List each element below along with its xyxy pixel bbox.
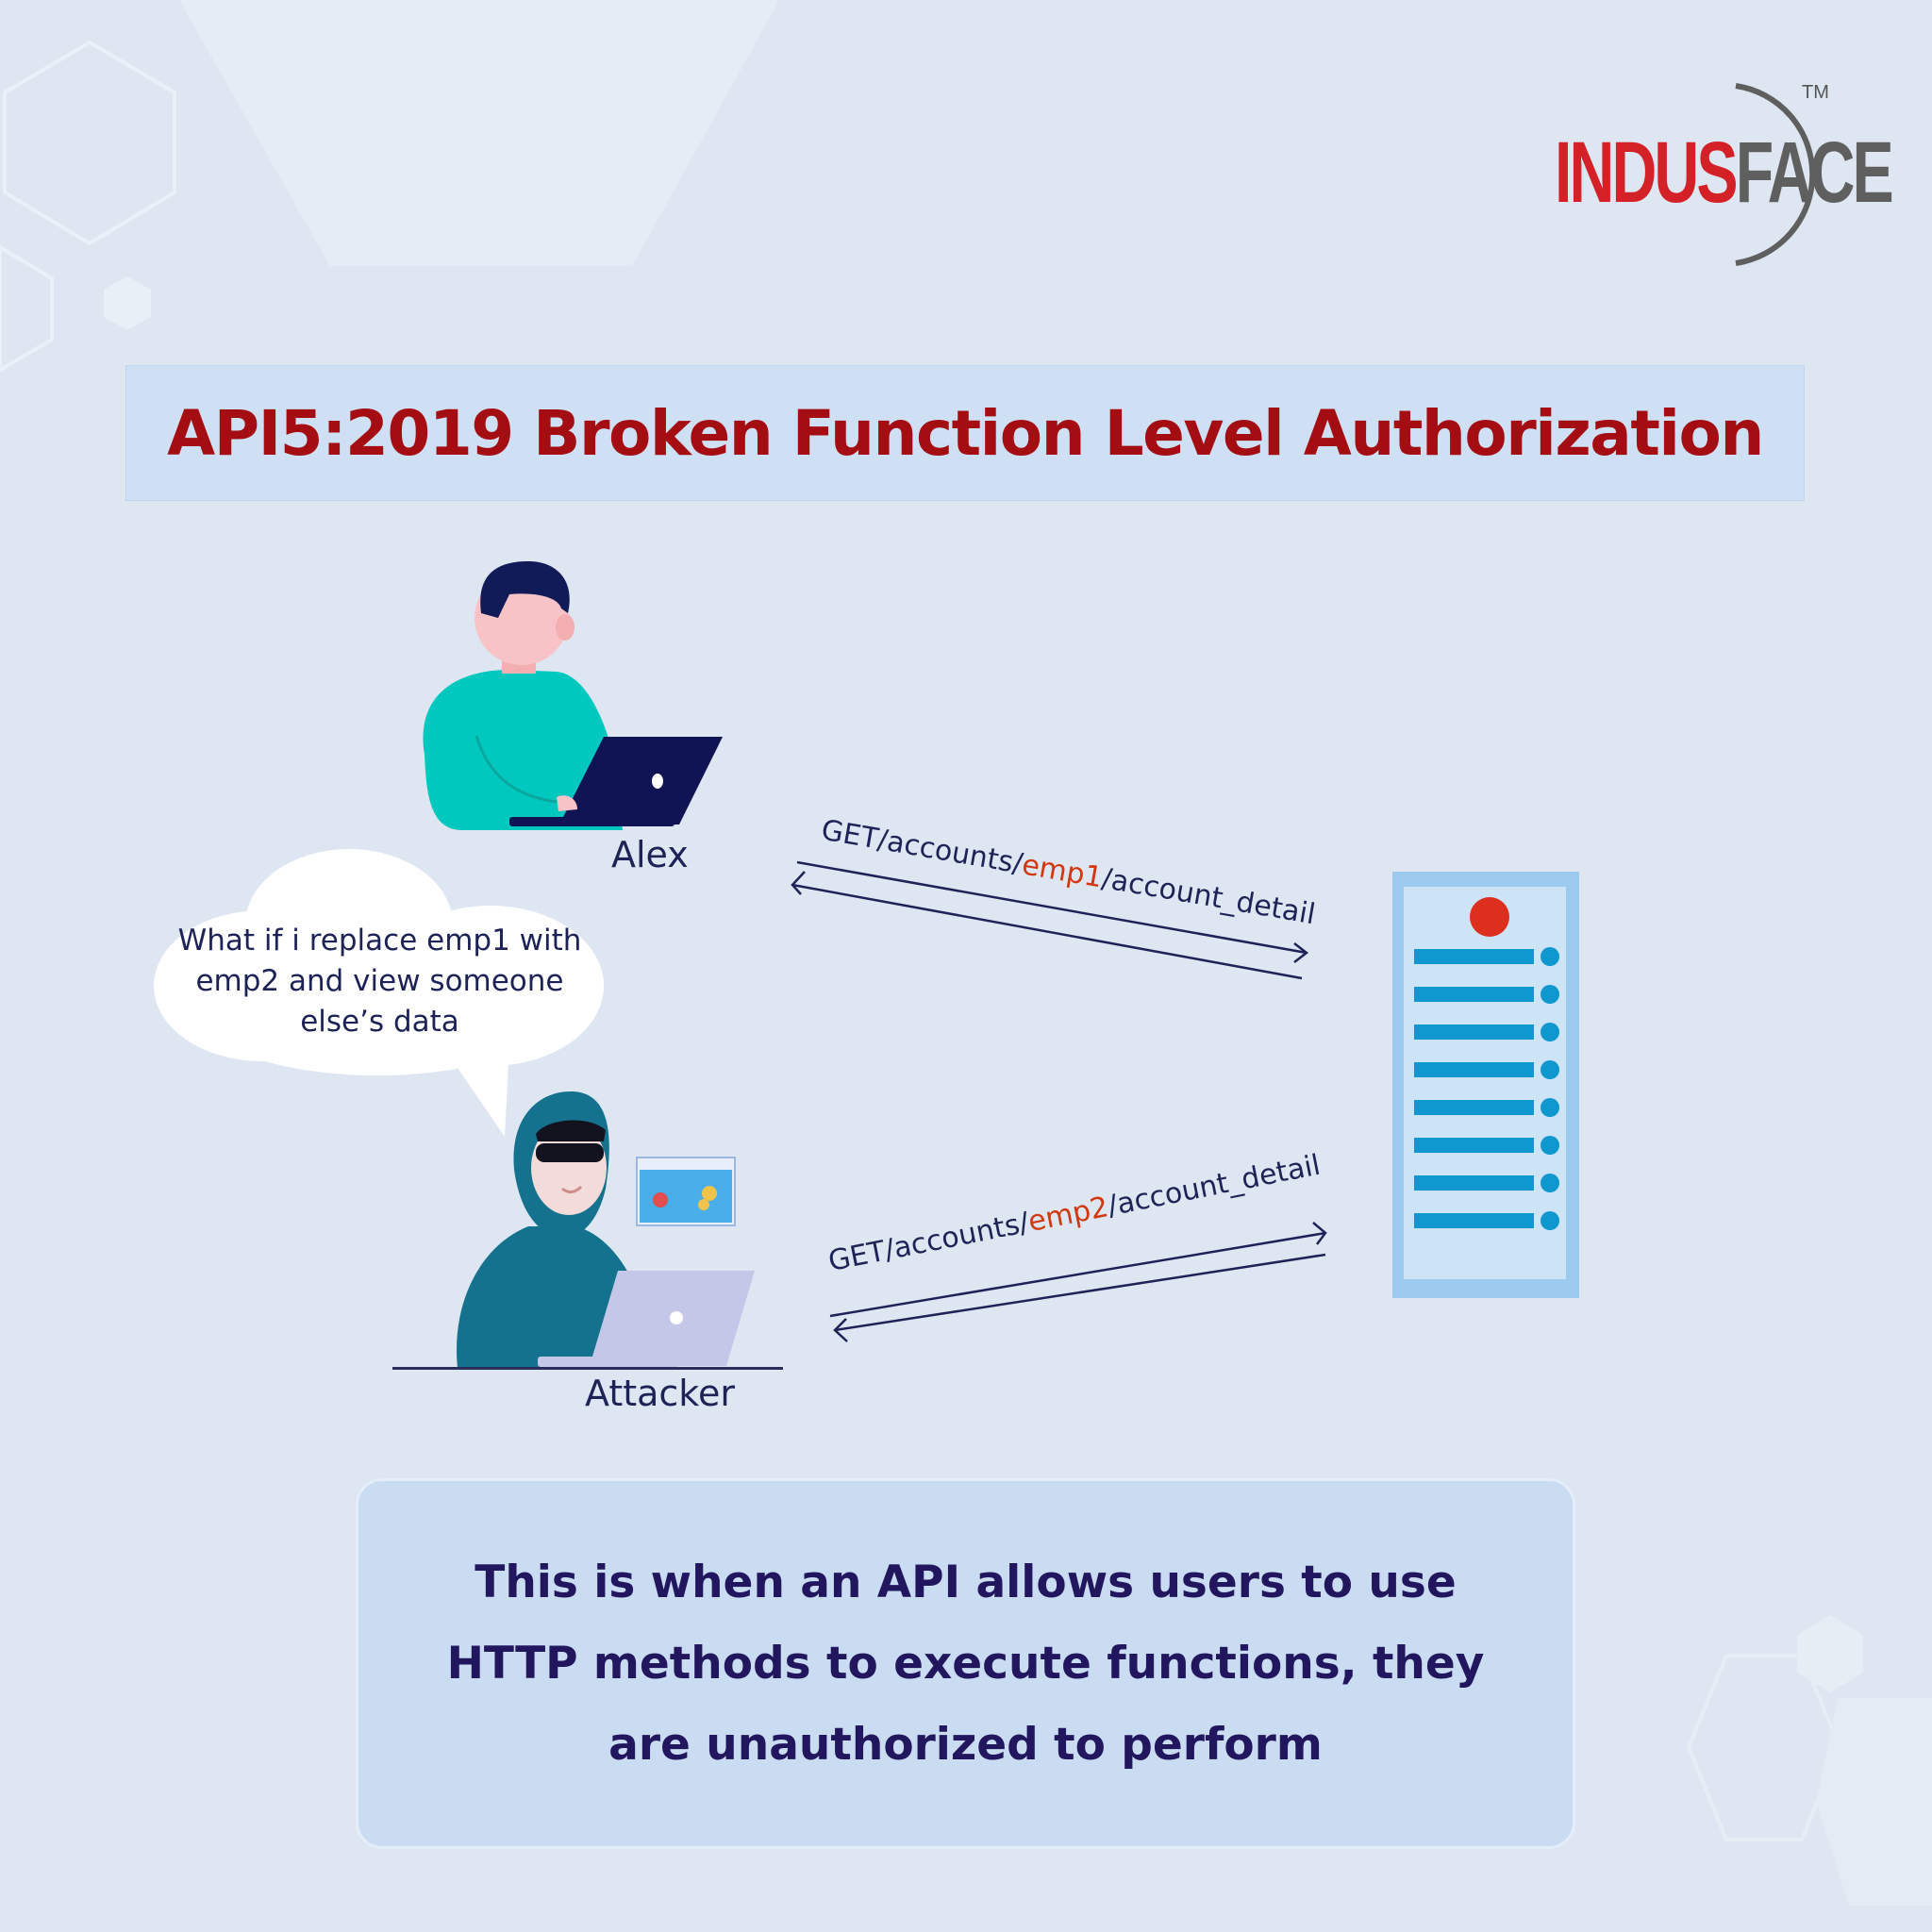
thought-bubble-text: What if i replace emp1 with emp2 and vie… <box>177 924 582 1039</box>
server-row-bar <box>1414 949 1534 964</box>
laptop-logo-dot <box>652 774 663 789</box>
hacking-window-icon <box>636 1157 736 1226</box>
background-hexagon <box>0 244 54 373</box>
description-text: This is when an API allows users to use … <box>446 1556 1485 1771</box>
background-hexagon <box>104 276 151 330</box>
attacker-mask <box>536 1143 604 1162</box>
page-title: API5:2019 Broken Function Level Authoriz… <box>167 396 1764 470</box>
user-alex-illustration <box>423 561 723 830</box>
server-row-bar <box>1414 1024 1534 1040</box>
logo-brand-part2: FACE <box>1735 125 1894 221</box>
alex-hair <box>480 561 570 618</box>
server-row-indicator <box>1541 1098 1559 1117</box>
request-arrow-attacker-to-server <box>829 1222 1327 1318</box>
background-hexagon <box>1816 1698 1932 1906</box>
server-row-indicator <box>1541 1136 1559 1155</box>
server-row-indicator <box>1541 1023 1559 1041</box>
server-row-bar <box>1414 1213 1534 1228</box>
alex-body <box>423 670 623 830</box>
background-hexagon <box>2 40 176 246</box>
server-row-bar <box>1414 1175 1534 1191</box>
description-box: This is when an API allows users to use … <box>356 1478 1575 1849</box>
server-row-indicator <box>1541 947 1559 966</box>
alex-ear <box>556 614 575 641</box>
logo-wordmark: INDUSFACE <box>1555 129 1894 216</box>
server-row-indicator <box>1541 985 1559 1004</box>
response-arrow-server-to-alex <box>791 871 1303 980</box>
server-icon <box>1392 872 1579 1298</box>
response-arrow-server-to-attacker <box>833 1253 1326 1342</box>
server-row-bar <box>1414 1062 1534 1077</box>
background-chevron-shape <box>179 0 779 266</box>
user-alex-label: Alex <box>611 834 689 875</box>
background-hexagon <box>1797 1615 1863 1692</box>
attacker-illustration <box>392 1091 783 1370</box>
server-row-indicator <box>1541 1060 1559 1079</box>
server-row-bar <box>1414 987 1534 1002</box>
title-banner: API5:2019 Broken Function Level Authoriz… <box>125 365 1805 501</box>
attacker-label: Attacker <box>585 1373 735 1414</box>
attacker-smile <box>561 1185 583 1193</box>
laptop-base <box>509 817 675 826</box>
alex-hand <box>557 795 577 811</box>
trademark-symbol: TM <box>1802 82 1829 103</box>
request-arrow-alex-to-server <box>796 860 1309 963</box>
server-row-bar <box>1414 1100 1534 1115</box>
thought-bubble <box>154 849 604 1137</box>
attacker-laptop-base <box>538 1357 679 1367</box>
server-status-light <box>1470 897 1509 937</box>
server-rows <box>1414 947 1559 1230</box>
server-row-bar <box>1414 1138 1534 1153</box>
attacker-laptop-dot <box>670 1311 683 1324</box>
attacker-desk <box>392 1367 783 1370</box>
brand-logo: INDUSFACE TM <box>1547 80 1894 269</box>
laptop-icon <box>559 737 723 824</box>
server-row-indicator <box>1541 1211 1559 1230</box>
attacker-hair <box>536 1120 606 1141</box>
logo-brand-part1: INDUS <box>1555 125 1739 221</box>
alex-arm <box>475 735 558 804</box>
logo-arc-icon <box>1735 83 1816 266</box>
server-row-indicator <box>1541 1174 1559 1192</box>
request-arrows <box>791 860 1327 1342</box>
